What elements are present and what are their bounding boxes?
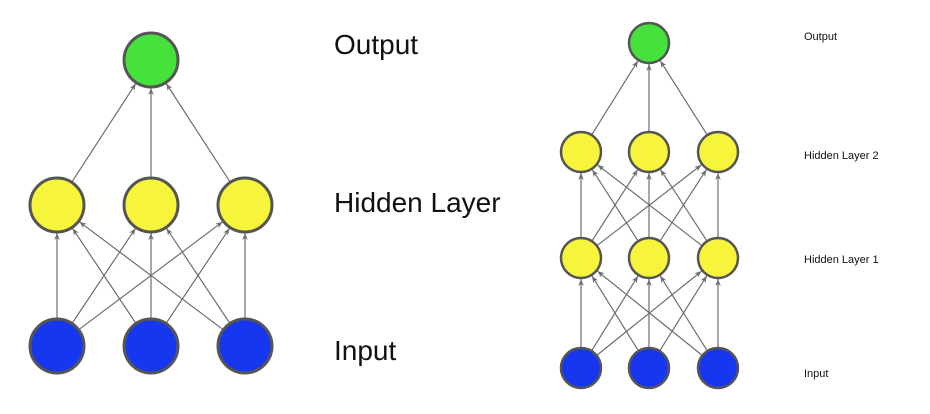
- left-edge-l1-n2-to-l2-n0: [165, 83, 231, 183]
- right-edge-l0-n2-to-l1-n1: [659, 275, 708, 352]
- left-input-node-layer0-1: [122, 317, 180, 375]
- right-edge-l1-n2-to-l2-n0: [597, 164, 703, 247]
- right-hidden-node-layer2-0: [559, 130, 603, 174]
- left-hidden-node-layer1-2: [216, 176, 274, 234]
- right-edge-l0-n1-to-l1-n0: [591, 275, 640, 352]
- right-input-node-layer0-0: [559, 346, 603, 390]
- left-input-label: Input: [334, 335, 397, 366]
- left-hidden-node-layer1-0: [28, 176, 86, 234]
- right-hidden-layer-2-label: Hidden Layer 2: [804, 150, 879, 162]
- right-edge-l2-n2-to-l3-n0: [659, 60, 708, 136]
- right-hidden-node-layer2-1: [627, 130, 671, 174]
- right-input-label: Input: [804, 368, 829, 380]
- left-input-node-layer0-0: [28, 317, 86, 375]
- right-input-node-layer0-1: [627, 346, 671, 390]
- left-hidden-layer-label: Hidden Layer: [334, 187, 501, 218]
- left-edge-l1-n0-to-l2-n0: [71, 83, 137, 183]
- right-hidden-node-layer2-2: [696, 130, 740, 174]
- right-edge-l0-n2-to-l1-n0: [597, 270, 703, 356]
- left-hidden-node-layer1-1: [122, 176, 180, 234]
- right-hidden-layer-1-label: Hidden Layer 1: [804, 254, 879, 266]
- left-output-label: Output: [334, 29, 419, 60]
- left-edge-l0-n2-to-l1-n1: [166, 227, 231, 324]
- right-hidden-node-layer1-0: [559, 236, 603, 280]
- right-input-node-layer0-2: [696, 346, 740, 390]
- right-hidden-node-layer1-1: [627, 236, 671, 280]
- right-edge-l2-n0-to-l3-n0: [591, 60, 639, 136]
- right-output-node-layer3-0: [627, 21, 671, 65]
- left-edge-l0-n2-to-l1-n0: [79, 221, 224, 331]
- right-output-label: Output: [804, 31, 838, 43]
- right-edge-l1-n1-to-l2-n0: [591, 169, 639, 242]
- left-edge-l0-n1-to-l1-n0: [72, 227, 137, 324]
- right-hidden-node-layer1-2: [696, 236, 740, 280]
- right-edge-l1-n2-to-l2-n1: [659, 169, 708, 242]
- left-input-node-layer0-2: [216, 317, 274, 375]
- left-output-node-layer2-0: [122, 31, 180, 89]
